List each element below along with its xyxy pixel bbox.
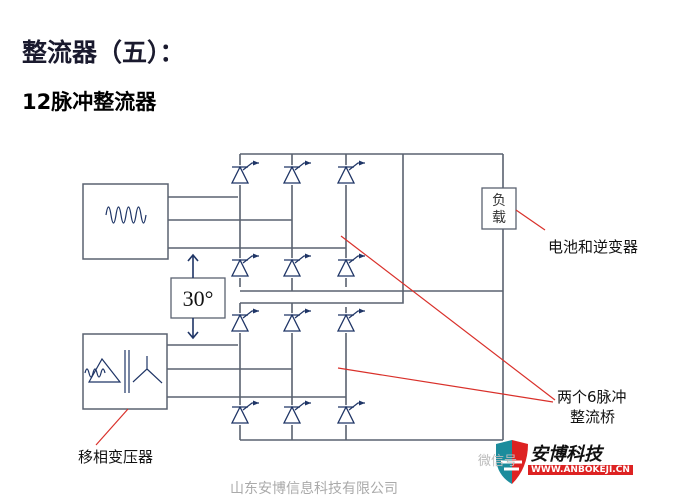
phase-shift-box <box>170 277 226 319</box>
callout-line-top-bridge <box>340 235 556 401</box>
callout-bridges-line1: 两个6脉冲 <box>557 388 627 406</box>
thyristor-icon <box>336 160 365 185</box>
callout-transformer: 移相变压器 <box>78 448 154 466</box>
thyristor-icon <box>336 308 365 333</box>
wechat-watermark: 微信号 <box>478 454 518 469</box>
logo-url: WWW.ANBOKEJI.CN <box>528 465 633 475</box>
callout-battery-inverter: 电池和逆变器 <box>548 238 639 256</box>
thyristor-icon <box>230 160 259 185</box>
thyristor-icon <box>336 400 365 425</box>
load-label-2: 载 <box>492 210 506 226</box>
thyristor-icon <box>336 253 365 278</box>
company-logo: 微信号 安博科技 WWW.ANBOKEJI.CN <box>478 438 655 488</box>
callout-bridges-line2: 整流桥 <box>570 408 616 426</box>
thyristor-icon <box>282 308 311 333</box>
thyristor-icon <box>282 400 311 425</box>
thyristor-icon <box>230 308 259 333</box>
load-label-1: 负 <box>492 193 506 209</box>
sine-wave-icon <box>105 206 147 224</box>
transformer-symbol-icon <box>84 350 163 393</box>
thyristor-group <box>230 160 365 425</box>
bottom-bridge-positive-rail <box>240 154 404 304</box>
slide-subtitle: 12脉冲整流器 <box>22 90 157 114</box>
load-box <box>481 187 517 230</box>
slide-title: 整流器（五）： <box>22 38 185 67</box>
source-phase-lines <box>168 196 346 249</box>
ac-source-box <box>82 183 169 260</box>
shield-logo-icon <box>496 440 528 484</box>
double-arrow-icon <box>187 253 199 340</box>
callout-line-load <box>515 209 546 231</box>
thyristor-icon <box>282 253 311 278</box>
phase-shift-label: 30° <box>183 286 214 311</box>
thyristor-icon <box>282 160 311 185</box>
thyristor-icon <box>230 400 259 425</box>
callout-line-bottom-bridge <box>337 367 554 403</box>
logo-name: 安博科技 <box>530 444 602 465</box>
transformer-phase-lines <box>167 344 346 398</box>
callout-line-transformer <box>95 408 129 446</box>
footer-company: 山东安博信息科技有限公司 <box>230 481 398 497</box>
thyristor-icon <box>230 253 259 278</box>
